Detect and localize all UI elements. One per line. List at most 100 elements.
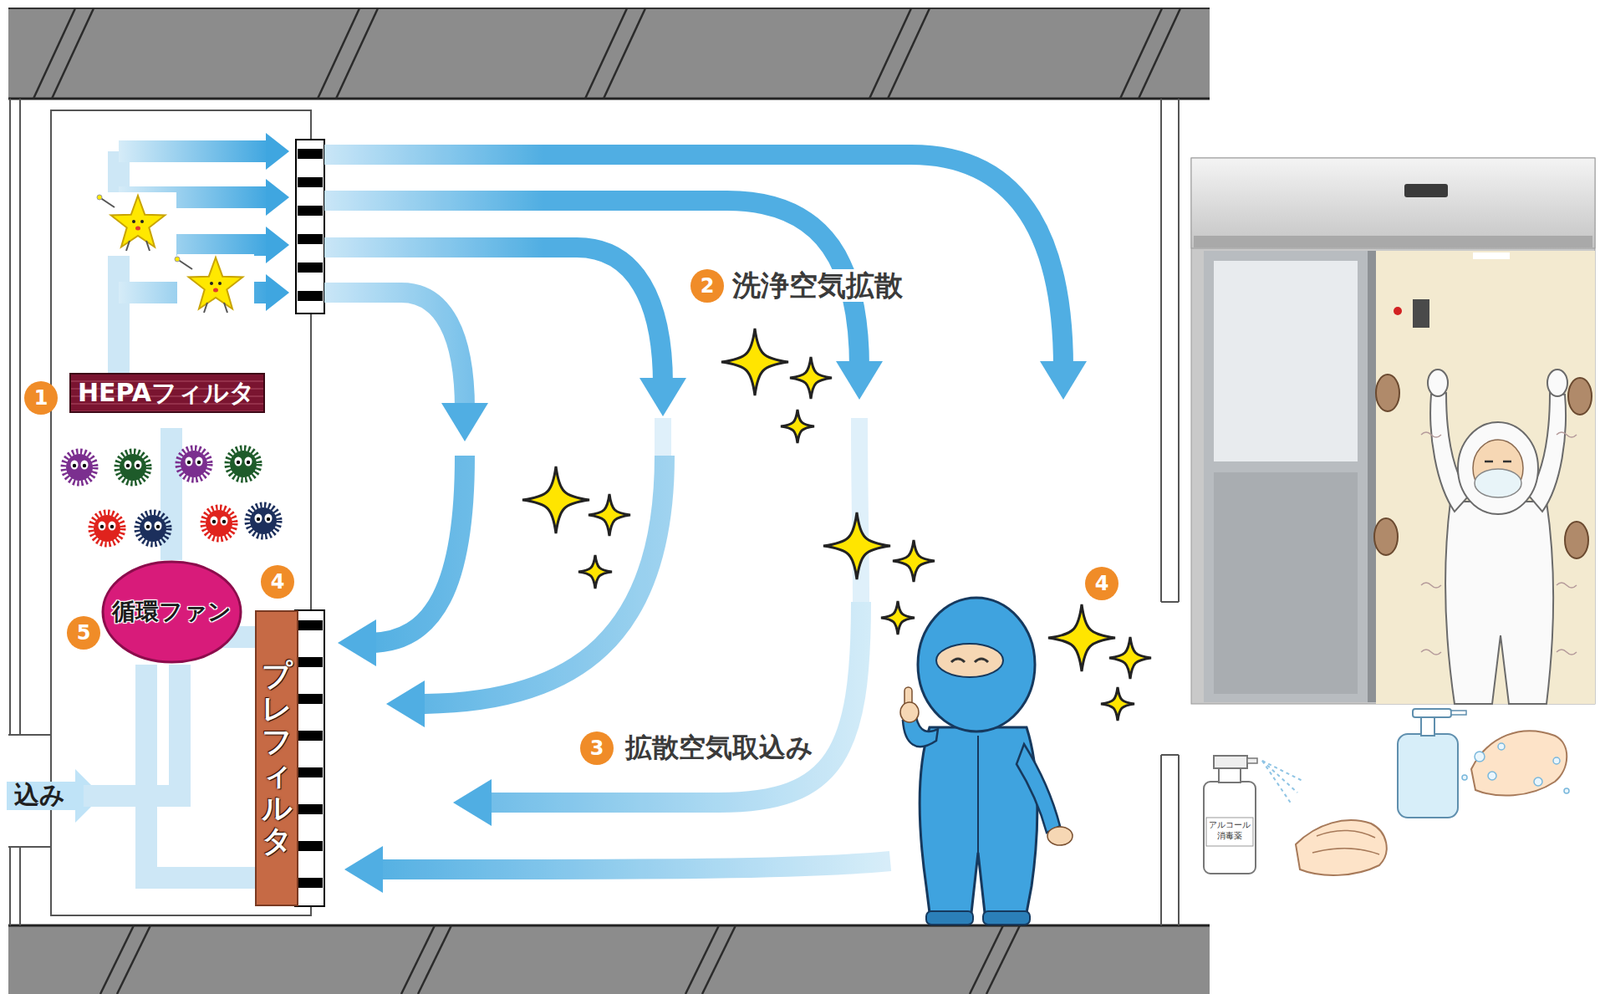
node-label: 循環ファン [112,596,232,628]
return-airflow [369,455,891,870]
right-wall [1177,98,1180,602]
floor-band [685,925,719,994]
internal-airflow [146,664,255,878]
sparkle [1109,636,1152,679]
faint-airflow [859,417,862,602]
cleanroom-worker [977,735,979,853]
right-wall [1161,754,1179,756]
trapped-particles [117,451,149,484]
air-shower-booth [1374,518,1398,556]
air-shower-booth [1193,235,1593,248]
callout-number: 4 [1085,566,1119,601]
return-grille [295,610,325,907]
bottle-label: アルコール 消毒薬 [1207,820,1252,841]
hand-hygiene [1203,708,1570,876]
air-shower-booth [1191,157,1595,704]
outlet-grille [297,205,323,216]
hand-hygiene [1498,743,1505,750]
floor-band [8,925,1210,994]
faint-airflow [654,417,672,456]
inlet-label: 込み [11,780,68,811]
air-shower-booth [1213,260,1358,462]
hand-hygiene [1421,715,1435,736]
air-shower-booth [1375,250,1595,704]
ceiling-band [336,8,378,99]
clean-air-star [96,192,177,256]
air-shower-booth [1367,250,1376,703]
hand-hygiene [1312,830,1380,855]
air-shower-booth [1393,306,1402,316]
node-label: HEPAフィルタ [77,377,257,408]
hand-hygiene [1533,777,1543,786]
hand-hygiene [1213,755,1248,769]
label-text: 込み [11,780,68,811]
ceiling-band [887,8,930,99]
hand-hygiene [1451,710,1467,715]
ceiling-band [8,97,1210,101]
callout-number: 1 [24,381,58,415]
return-grille [296,693,323,704]
sparkle [823,512,891,580]
air-shower-booth [1472,252,1510,260]
trapped-particles [137,512,169,545]
floor-band [8,925,1210,994]
right-wall [1160,98,1162,602]
cleanroom-worker [900,702,919,723]
ceiling-band [8,8,1210,99]
return-grille [295,610,325,907]
left-wall [8,845,51,848]
sparkle [892,540,935,582]
node-label: プレフィルタ [261,658,292,858]
air-shower-booth [1421,432,1577,655]
air-shower-booth [1191,157,1595,704]
outlet-grille [297,177,323,188]
ceiling-band [8,7,1210,10]
ceiling-band [1138,8,1181,99]
sparkle [578,555,612,589]
air-unit-panel [50,110,311,916]
floor-band [986,925,1020,994]
floor-band [401,925,435,994]
internal-airflow [107,151,130,373]
floor-band [969,925,1004,994]
callout-number: 3 [580,731,614,765]
label-text: アルコール 消毒薬 [1207,820,1252,841]
outlet-grille [297,262,323,273]
air-shower-booth [1547,369,1568,397]
left-wall [9,98,11,735]
label-text: 4 [270,571,286,592]
outlet-grille [297,148,323,301]
return-grille [296,877,323,888]
return-grille [296,840,323,851]
floor-band [417,925,452,994]
hand-hygiene [1397,733,1458,818]
return-airflow [417,455,665,704]
cleanroom-worker [951,658,989,663]
callout-number: 5 [66,616,101,650]
cleanroom-worker [1047,826,1073,846]
air-shower-booth [1457,422,1539,515]
fan-circle-shape [101,560,243,664]
ceiling-band [585,8,627,99]
air-shower-booth [1568,377,1592,415]
air-shower-booth [1421,432,1442,438]
floor-band [8,924,1210,928]
ceiling-band [33,8,1181,99]
outlet-grille [297,234,323,245]
ceiling-band [33,8,76,99]
hepa-filter-band: HEPAフィルタ [69,372,265,413]
outlet-arrows [118,140,270,163]
cleanroom-worker [926,911,974,925]
air-shower-booth [1404,183,1448,198]
clean-air-diffusion [324,247,663,385]
air-shower-booth [1421,582,1442,588]
right-wall [1177,754,1180,926]
sparkle [1100,687,1135,721]
trapped-particles [63,448,280,545]
clean-air-star [96,192,255,318]
air-shower-booth [1472,439,1524,497]
air-shower-booth [1412,299,1430,328]
